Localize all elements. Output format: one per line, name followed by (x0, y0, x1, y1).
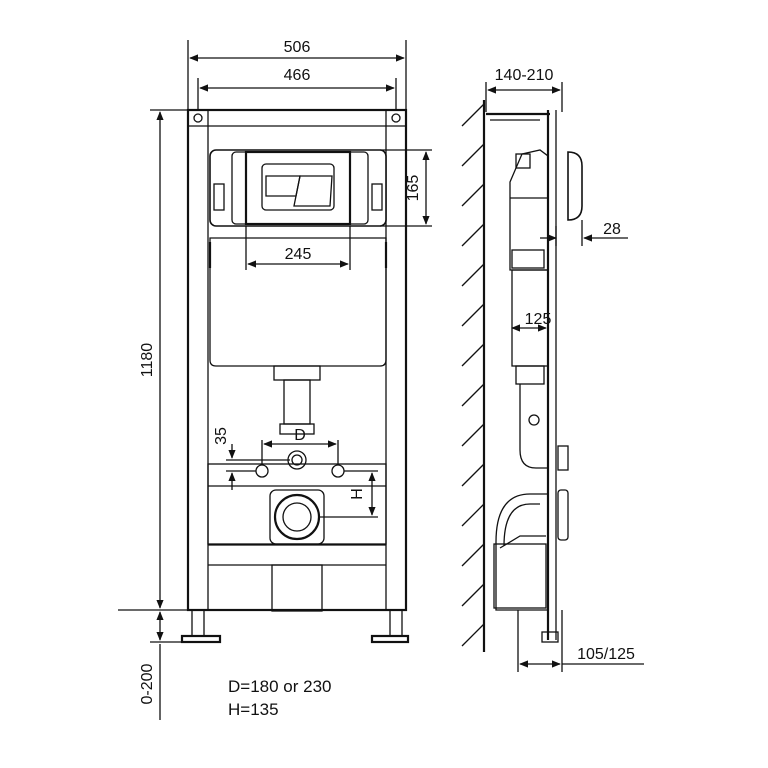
dim-depth: 140-210 (485, 67, 563, 112)
outlet-label: 105/125 (577, 646, 635, 663)
plate-width-label: 245 (285, 246, 312, 263)
front-view: 506 466 1180 165 245 (118, 39, 432, 720)
side-cistern (509, 149, 549, 469)
side-view: 140-210 28 125 105/125 (461, 67, 644, 672)
overall-width-label: 506 (284, 39, 311, 56)
inner-width-label: 466 (284, 67, 311, 84)
note-d-values: D=180 or 230 (228, 677, 332, 696)
side-flush-plate (557, 151, 583, 541)
plate-offset-label: 28 (603, 221, 621, 238)
dim-overall-width: 506 (187, 39, 407, 110)
d-label: D (294, 427, 306, 444)
wall-hatching (461, 100, 486, 652)
note-h-values: H=135 (228, 700, 279, 719)
dim-pipe-offset: 125 (511, 311, 552, 332)
flush-plate (209, 149, 387, 227)
leg-adjust-label: 0-200 (139, 663, 156, 704)
frame-feet (180, 564, 410, 644)
dim-outlet: 105/125 (517, 610, 644, 672)
dim-h: H (320, 470, 378, 518)
plate-height-label: 165 (405, 175, 422, 202)
drain-bracket (207, 463, 387, 545)
side-frame (486, 110, 559, 643)
dim-plate-height: 165 (380, 149, 432, 227)
dim-leg-adjust: 0-200 (139, 611, 190, 720)
dim-d: D (261, 427, 339, 465)
dim-plate-width: 245 (245, 226, 351, 270)
dim-offset-35: 35 (213, 427, 290, 490)
side-drain-bend (493, 493, 549, 611)
dim-inner-width: 466 (197, 67, 397, 110)
depth-label: 140-210 (495, 67, 554, 84)
h-label: H (349, 488, 366, 500)
cistern (208, 237, 388, 367)
offset-35-label: 35 (213, 427, 230, 445)
dim-height: 1180 (118, 109, 190, 611)
dim-plate-offset: 28 (540, 220, 628, 246)
pipe-offset-label: 125 (525, 311, 552, 328)
height-label: 1180 (139, 343, 156, 378)
